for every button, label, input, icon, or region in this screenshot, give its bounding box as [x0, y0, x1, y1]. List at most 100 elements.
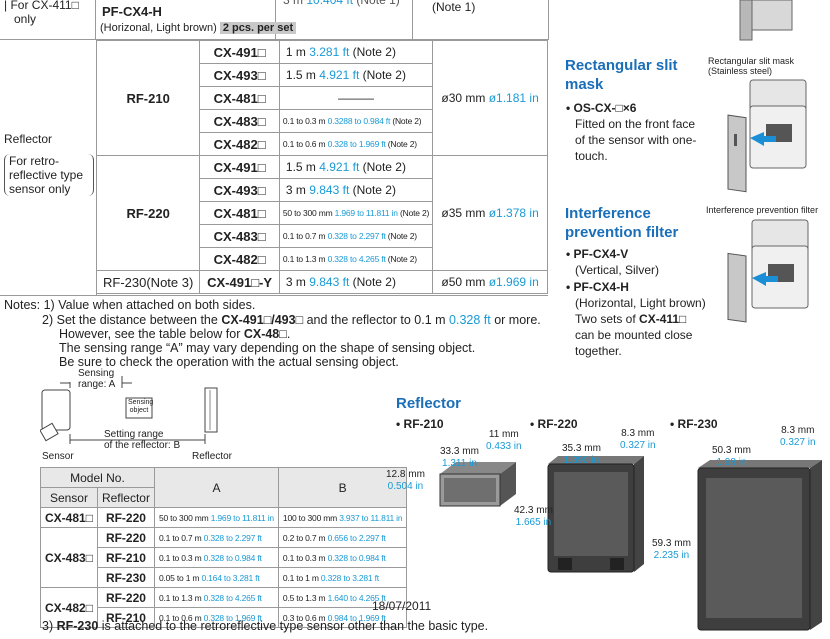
model-no-header: Model No. — [40, 467, 155, 488]
range-b-cell: 0.2 to 0.7 m 0.656 to 2.297 ft — [277, 527, 408, 548]
note-2-line2: However, see the table below for CX-48□. — [59, 327, 291, 341]
reflector-diameter: ø50 mm ø1.969 in — [432, 270, 548, 294]
top-model: PF-CX4-H — [102, 4, 162, 19]
setting-distance: 3 m 9.843 ft (Note 2) — [278, 270, 434, 294]
range-a-cell: 0.1 to 0.3 m 0.328 to 0.984 ft — [153, 547, 279, 568]
sensor-cell: CX-481□ — [40, 507, 98, 528]
setting-distance: ——— — [278, 86, 434, 110]
reflector-left-label: Reflector For retro- reflective type sen… — [4, 132, 94, 196]
reflector-model: RF-230(Note 3) — [95, 270, 201, 294]
setting-distance: 0.1 to 1.3 m 0.328 to 4.265 ft (Note 2) — [278, 247, 434, 271]
sensing-range-table: Model No. A B Sensor Reflector CX-481□RF… — [40, 467, 408, 628]
sensor-model: CX-491□-Y — [199, 270, 280, 294]
rf210-image — [438, 460, 518, 512]
rf220-label: • RF-220 — [530, 417, 578, 431]
sensor-model: CX-481□ — [199, 201, 280, 225]
setting-distance: 0.1 to 0.7 m 0.328 to 2.297 ft (Note 2) — [278, 224, 434, 248]
date-stamp: 18/07/2011 — [372, 599, 432, 613]
sensing-diagram-svg — [39, 376, 218, 444]
setting-range-label: Setting range of the reflector: B — [104, 429, 181, 451]
table-row: CX-481□——— — [97, 86, 548, 110]
reflector-diameter: ø30 mm ø1.181 in — [432, 40, 548, 156]
note-2-line4: Be sure to check the operation with the … — [59, 355, 399, 369]
setting-distance: 1.5 m 4.921 ft (Note 2) — [278, 63, 434, 87]
table-row: CX-481□50 to 300 mm 1.969 to 11.811 in (… — [97, 201, 548, 225]
col-a-header: A — [153, 467, 279, 508]
diagram-reflector-label: Reflector — [192, 451, 233, 462]
filter-caption: Interference prevention filter — [706, 205, 819, 215]
rf230-label: • RF-230 — [670, 417, 718, 431]
slit-mask-title: Rectangular slit mask — [565, 57, 678, 93]
top-left-label: | For CX-411□ only — [4, 0, 79, 26]
reflector-model: RF-210 — [95, 40, 201, 156]
reflector-diameter: ø35 mm ø1.378 in — [432, 155, 548, 271]
reflector-title: Reflector — [396, 395, 462, 412]
note-3: 3) RF-230 is attached to the retroreflec… — [42, 619, 489, 633]
filter-desc: Two sets of CX-411□ can be mounted close… — [575, 312, 693, 358]
table-row: CX-483□0.1 to 0.7 m 0.328 to 2.297 ft (N… — [97, 224, 548, 248]
rf230-image — [694, 458, 824, 636]
setting-distance: 1 m 3.281 ft (Note 2) — [278, 40, 434, 64]
sensor-cell: CX-483□ — [40, 527, 98, 588]
filter-image — [718, 216, 816, 326]
top-cut-cell: 3 m 10.404 ft (Note 1) — [283, 0, 400, 7]
range-b-cell: 0.1 to 1 m 0.328 to 3.281 ft — [277, 567, 408, 588]
slit-mask-model: • OS-CX-□×6 — [566, 101, 637, 115]
setting-distance: 50 to 300 mm 1.969 to 11.811 in (Note 2) — [278, 201, 434, 225]
range-a-cell: 0.05 to 1 m 0.164 to 3.281 ft — [153, 567, 279, 588]
sensor-model: CX-481□ — [199, 86, 280, 110]
sensor-model: CX-482□ — [199, 132, 280, 156]
col-b-header: B — [277, 467, 408, 508]
top-partial-row: | For CX-411□ only PF-CX4-H (Horizonal, … — [0, 0, 548, 40]
table-row: CX-483□0.1 to 0.3 m 0.3288 to 0.984 ft (… — [97, 109, 548, 133]
table-row: CX-482□0.1 to 0.6 m 0.328 to 1.969 ft (N… — [97, 132, 548, 156]
setting-distance: 0.1 to 0.3 m 0.3288 to 0.984 ft (Note 2) — [278, 109, 434, 133]
sensing-diagram: Sensing range: A Sensing object Setting … — [39, 368, 240, 463]
top-right-product — [736, 0, 794, 42]
sensor-model: CX-482□ — [199, 247, 280, 271]
filter-model-1: • PF-CX4-V — [566, 247, 629, 261]
note-1: Notes: 1) Value when attached on both si… — [4, 298, 256, 312]
setting-distance: 0.1 to 0.6 m 0.328 to 1.969 ft (Note 2) — [278, 132, 434, 156]
sensor-header: Sensor — [40, 487, 98, 508]
sensor-model: CX-491□ — [199, 155, 280, 179]
top-note: (Note 1) — [432, 0, 476, 14]
range-a-cell: 50 to 300 mm 1.969 to 11.811 in — [153, 507, 279, 528]
range-a-cell: 0.1 to 0.7 m 0.328 to 2.297 ft — [153, 527, 279, 548]
sensor-cell: CX-482□ — [40, 587, 98, 628]
top-model-sub: (Horizonal, Light brown) 2 pcs. per set — [100, 22, 297, 34]
sensor-model: CX-493□ — [199, 178, 280, 202]
filter-model-1-desc: (Vertical, Silver) — [575, 263, 660, 277]
rf210-label: • RF-210 — [396, 417, 444, 431]
pcs-badge: 2 pcs. per set — [219, 22, 297, 34]
slit-mask-image — [720, 76, 816, 196]
diagram-sensor-label: Sensor — [42, 451, 74, 462]
sensor-model: CX-483□ — [199, 224, 280, 248]
slit-mask-caption: Rectangular slit mask (Stainless steel) — [708, 56, 795, 76]
reflector-cell: RF-220 — [96, 507, 155, 528]
filter-title: Interference prevention filter — [565, 205, 679, 241]
range-b-cell: 0.1 to 0.3 m 0.328 to 0.984 ft — [277, 547, 408, 568]
note-2: 2) Set the distance between the CX-491□/… — [42, 313, 541, 327]
rf220-image — [544, 454, 646, 578]
range-a-cell: 0.1 to 0.6 m 0.328 to 1.969 ft — [153, 607, 279, 628]
reflector-cell: RF-230 — [96, 567, 155, 588]
range-b-cell: 0.3 to 0.6 m 0.984 to 1.969 ft — [277, 607, 408, 628]
reflector-header: Reflector — [96, 487, 155, 508]
